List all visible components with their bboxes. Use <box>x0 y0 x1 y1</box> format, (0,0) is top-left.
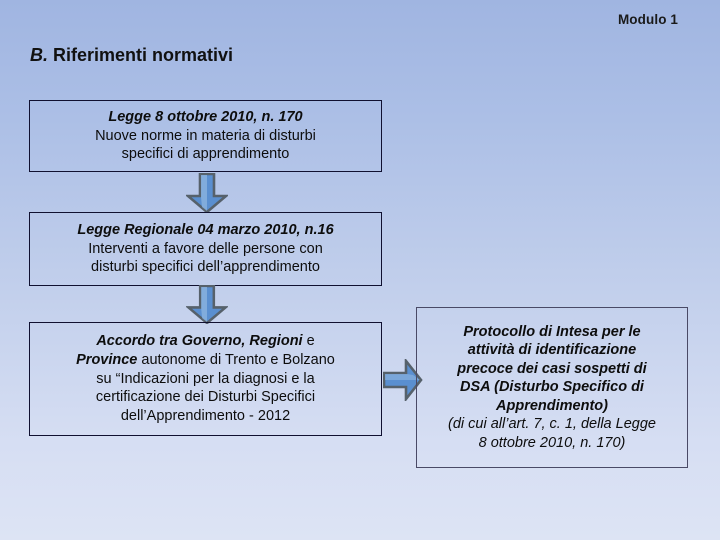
module-label: Modulo 1 <box>617 12 678 27</box>
box-line-emphasis: Province <box>76 351 138 368</box>
box-line-emphasis: Accordo tra Governo, Regioni <box>96 332 303 349</box>
box-line: Interventi a favore delle persone con <box>88 240 323 257</box>
box-line: dell’Apprendimento - 2012 <box>120 408 291 425</box>
box-line: 8 ottobre 2010, n. 170) <box>478 434 626 451</box>
box-line: Legge Regionale 04 marzo 2010, n.16 <box>77 221 334 238</box>
page-title: B. Riferimenti normativi <box>30 45 233 66</box>
box-line: Legge 8 ottobre 2010, n. 170 <box>108 108 303 125</box>
box-line: DSA (Disturbo Specifico di <box>460 379 644 396</box>
flow-box-accordo[interactable]: Accordo tra Governo, Regioni e Province … <box>29 322 382 436</box>
page-title-letter: B. <box>30 45 48 65</box>
box-line: (di cui all’art. 7, c. 1, della Legge <box>448 416 656 433</box>
flow-box-legge-regionale[interactable]: Legge Regionale 04 marzo 2010, n.16 Inte… <box>29 212 382 286</box>
box-line: Nuove norme in materia di disturbi <box>95 127 316 144</box>
flow-box-legge-170[interactable]: Legge 8 ottobre 2010, n. 170 Nuove norme… <box>29 100 382 172</box>
box-line: precoce dei casi sospetti di <box>457 360 647 377</box>
arrow-right-icon <box>382 357 423 403</box>
flow-box-protocollo[interactable]: Protocollo di Intesa per le attività di … <box>416 307 688 468</box>
box-line: Accordo tra Governo, Regioni e <box>96 332 314 351</box>
box-line: Protocollo di Intesa per le <box>463 324 641 341</box>
box-line: certificazione dei Disturbi Specifici <box>95 389 316 406</box>
box-line: Province autonome di Trento e Bolzano <box>76 351 335 370</box>
page-title-text: Riferimenti normativi <box>48 45 234 65</box>
arrow-down-icon <box>185 284 229 325</box>
arrow-down-icon <box>184 172 230 214</box>
box-line: su “Indicazioni per la diagnosi e la <box>96 370 315 387</box>
box-line-rest: autonome di Trento e Bolzano <box>137 351 335 368</box>
box-line: disturbi specifici dell’apprendimento <box>91 259 320 276</box>
box-line: specifici di apprendimento <box>121 146 290 163</box>
box-line-rest: e <box>302 332 315 349</box>
box-line: attività di identificazione <box>467 342 637 359</box>
box-line: Apprendimento) <box>496 397 608 414</box>
